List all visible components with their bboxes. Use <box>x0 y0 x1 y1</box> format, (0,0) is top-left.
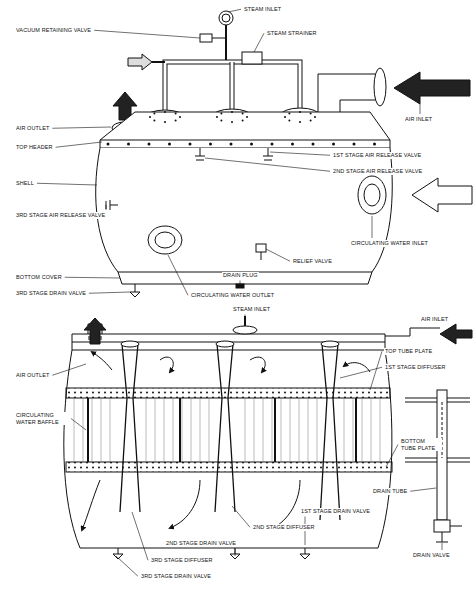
part-label: AIR INLET <box>420 316 449 323</box>
leader-line <box>168 255 188 295</box>
leader-line <box>386 445 398 468</box>
part-label: 2ND STAGE DIFFUSER <box>252 524 316 531</box>
leader-line <box>56 142 102 147</box>
leader-line <box>232 506 250 527</box>
leader-line <box>442 543 443 550</box>
part-label: TOP TUBE PLATE <box>384 348 433 355</box>
part-label: TOP HEADER <box>15 144 54 151</box>
leader-line <box>65 277 120 279</box>
leader-line <box>266 249 290 261</box>
leader-line <box>94 30 200 38</box>
leader-line <box>52 127 111 128</box>
part-label: BOTTOM COVER <box>15 274 63 281</box>
leader-line <box>245 315 246 326</box>
cutaway-view <box>64 316 472 559</box>
leader-line <box>71 419 86 431</box>
part-label: CIRCULATING WATER BAFFLE <box>15 412 69 425</box>
part-label: 3RD STAGE AIR RELEASE VALVE <box>15 212 106 219</box>
leader-line <box>228 9 241 12</box>
part-label: 1ST STAGE DIFFUSER <box>384 364 447 371</box>
part-label: 2ND STAGE AIR RELEASE VALVE <box>332 168 423 175</box>
part-label: 2ND STAGE DRAIN VALVE <box>165 540 237 547</box>
part-label: DRAIN TUBE <box>372 488 408 495</box>
part-label: AIR INLET <box>404 116 433 123</box>
part-label: STEAM INLET <box>232 306 271 313</box>
part-label: AIR OUTLET <box>15 125 50 132</box>
leader-line <box>254 33 264 52</box>
leader-line <box>372 216 373 238</box>
leader-line <box>132 512 148 560</box>
part-label: 1ST STAGE AIR RELEASE VALVE <box>332 152 422 159</box>
part-label: DRAIN VALVE <box>412 552 451 559</box>
leader-line <box>235 549 236 557</box>
leader-line <box>270 152 330 155</box>
part-label: 3RD STAGE DIFFUSER <box>150 557 214 564</box>
part-label: AIR OUTLET <box>15 372 50 379</box>
leader-line <box>106 205 107 210</box>
part-label: BOTTOM TUBE PLATE <box>400 438 442 451</box>
leader-line <box>116 556 138 576</box>
leader-line <box>305 517 306 546</box>
part-label: STEAM INLET <box>243 6 282 13</box>
leader-line <box>410 488 436 491</box>
leader-line <box>340 367 382 378</box>
leader-line <box>370 351 382 390</box>
part-label: 1ST STAGE DRAIN VALVE <box>300 508 371 515</box>
leader-line <box>37 183 97 185</box>
leader-line <box>89 292 130 293</box>
leader-line <box>240 281 241 285</box>
part-label: SHELL <box>15 180 35 187</box>
part-label: 3RD STAGE DRAIN VALVE <box>140 573 212 580</box>
leader-line <box>205 158 330 171</box>
part-label: 3RD STAGE DRAIN VALVE <box>15 290 87 297</box>
part-label: RELIEF VALVE <box>292 258 333 265</box>
part-label: CIRCULATING WATER INLET <box>350 240 429 247</box>
part-label: DRAIN PLUG <box>222 272 259 279</box>
part-label: CIRCULATING WATER OUTLET <box>190 292 275 299</box>
leader-line <box>52 364 86 375</box>
top-assembly <box>96 11 472 297</box>
part-label: VACUUM RETAINING VALVE <box>15 27 92 34</box>
leader-line <box>420 104 421 114</box>
part-label: STEAM STRAINER <box>266 30 318 37</box>
